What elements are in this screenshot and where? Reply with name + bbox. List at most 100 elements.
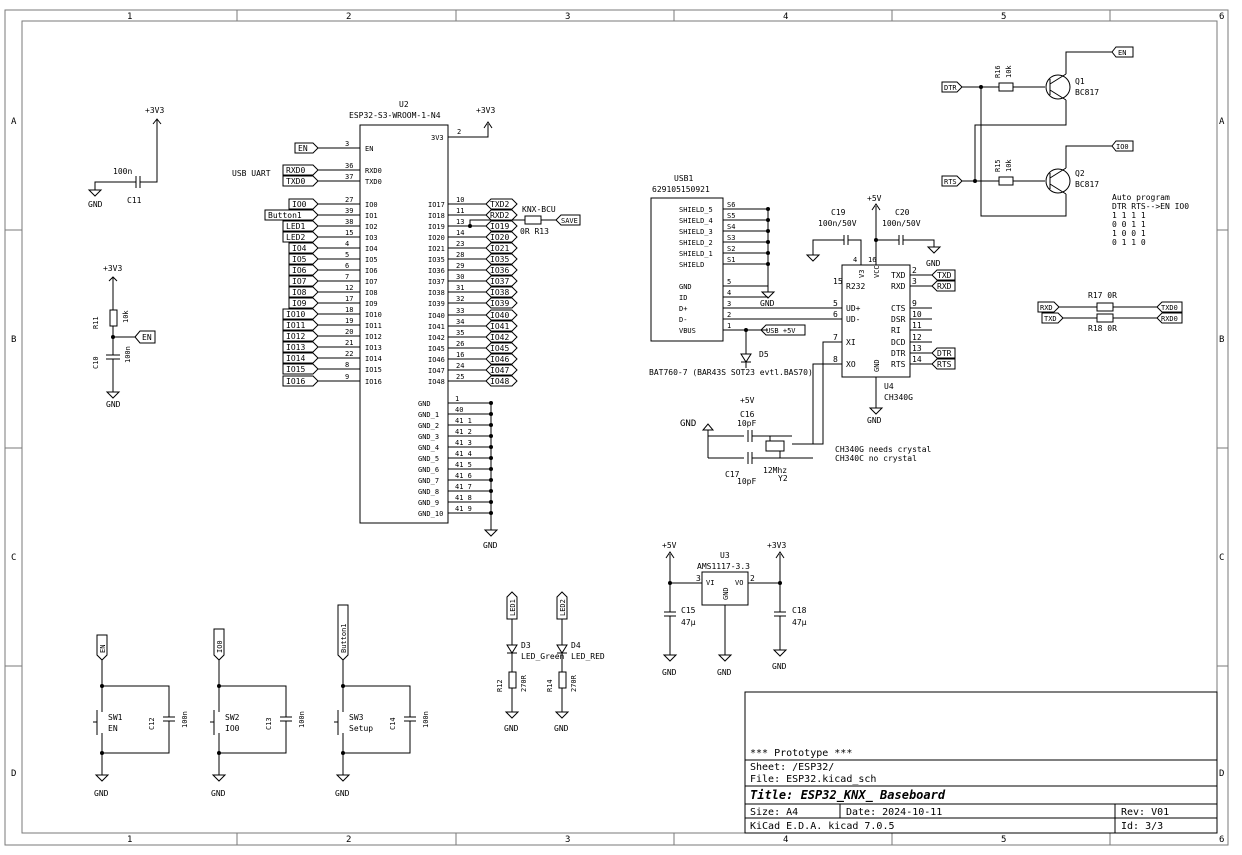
- u2-pin-number: 41_8: [455, 494, 472, 502]
- u4-pin-number: 8: [833, 355, 838, 364]
- gnd-label: GND: [867, 416, 882, 425]
- rts-label: RTS: [944, 178, 957, 186]
- switch-cap-ref: C13: [265, 717, 273, 730]
- switch-net-label: Button1: [340, 623, 348, 653]
- u2-net-label: TXD0: [286, 177, 305, 186]
- u3-regulator: U3 AMS1117-3.3 VI VO GND 3 2 +5V +3V3 C1…: [662, 541, 807, 677]
- u2-pin-name: IO16: [365, 378, 382, 386]
- gnd-label: GND: [483, 541, 498, 550]
- u2-pin-name: GND_5: [418, 455, 439, 463]
- u2-net-label-box: [485, 353, 518, 365]
- u2-pin-name: IO6: [365, 267, 378, 275]
- autoprog-row: 1 0 0 1: [1112, 229, 1146, 238]
- u2-pin-name: IO41: [428, 323, 445, 331]
- u2-net-label: IO39: [490, 299, 509, 308]
- u4-pin-number: 4: [853, 256, 857, 264]
- u2-pin-number: 29: [456, 262, 464, 270]
- r12-value: 270R: [520, 674, 528, 692]
- frame-row-label: B: [1219, 335, 1224, 345]
- u2-pin-name: GND_7: [418, 477, 439, 485]
- crystal-note-1: CH340G needs crystal: [835, 445, 932, 454]
- usb-5v-label: USB_+5V: [766, 327, 796, 335]
- usb1-pin-name: SHIELD_5: [679, 206, 713, 214]
- u4-pin-name: DTR: [891, 349, 906, 358]
- u3-ref: U3: [720, 551, 730, 560]
- u2-net-label-box: [282, 175, 319, 187]
- usb1-value: 629105150921: [652, 185, 710, 194]
- d3-ref: D3: [521, 641, 531, 650]
- u2-net-label: IO42: [490, 333, 509, 342]
- u2-net-label: IO4: [292, 244, 307, 253]
- u2-net-label-box: [485, 242, 518, 254]
- q1-ref: Q1: [1075, 77, 1085, 86]
- r11-ref: R11: [92, 316, 100, 329]
- c10-ref: C10: [92, 356, 100, 369]
- d4-value: LED_RED: [571, 652, 605, 661]
- r14-ref: R14: [546, 679, 554, 692]
- u2-net-label-box: [282, 352, 319, 364]
- u2-net-label-box: [282, 220, 319, 232]
- usb1-pin-number: 2: [727, 311, 731, 319]
- u4-pin-number: 15: [833, 277, 843, 286]
- switch-symbol: [334, 710, 344, 735]
- u3-pin3: 3: [696, 574, 701, 583]
- q1-value: BC817: [1075, 88, 1099, 97]
- u2-value: ESP32-S3-WROOM-1-N4: [349, 111, 441, 120]
- u4-pin-name: GND: [873, 359, 881, 372]
- u2-net-label: IO15: [286, 365, 305, 374]
- u2-pin-number: 12: [345, 284, 353, 292]
- u2-pin-number: 30: [456, 273, 464, 281]
- u2-pin-name: IO12: [365, 333, 382, 341]
- u4-value: CH340G: [884, 393, 913, 402]
- u2-net-label: IO6: [292, 266, 307, 275]
- u4-pin-name: V3: [858, 270, 866, 278]
- u2-net-label-box: [485, 375, 518, 387]
- switch-symbol: [93, 710, 103, 735]
- usb1-pin-name: GND: [679, 283, 692, 291]
- led2-label: LED2: [559, 599, 567, 616]
- frame-row-label: D: [11, 769, 16, 779]
- u2-net-label-box: [282, 375, 319, 387]
- u2-pin-name: IO10: [365, 311, 382, 319]
- u3-vi: VI: [706, 579, 714, 587]
- frame-row-label: D: [1219, 769, 1224, 779]
- u2-pin-name: IO9: [365, 300, 378, 308]
- u3-value: AMS1117-3.3: [697, 562, 750, 571]
- power-5v-label: +5V: [867, 194, 882, 203]
- u2-net-label-box: [282, 330, 319, 342]
- u2-pin-name: GND_3: [418, 433, 439, 441]
- u2-pin-number: 41_4: [455, 450, 472, 458]
- bridge-txd0: TXD0: [1161, 304, 1178, 312]
- gnd-label: GND: [88, 200, 103, 209]
- usb1-pins: SHIELD_5S6SHIELD_4S5SHIELD_3S4SHIELD_2S3…: [679, 201, 770, 335]
- frame-col-label: 4: [783, 835, 788, 845]
- u2-net-label-box: [282, 308, 319, 320]
- uart-bridge: RXD TXD TXD0 RXD0 R17 0R R18 0R: [1037, 291, 1183, 333]
- r18-label: R18 0R: [1088, 324, 1117, 333]
- u4-net-label: DTR: [937, 349, 952, 358]
- u2-net-label: IO9: [292, 299, 307, 308]
- u2-pin-number: 15: [345, 229, 353, 237]
- switch-value: IO0: [225, 724, 240, 733]
- switch-cap-ref: C12: [148, 717, 156, 730]
- d5-ref: D5: [759, 350, 769, 359]
- c19-ref: C19: [831, 208, 846, 217]
- gnd-label: GND: [211, 789, 226, 798]
- crystal-note-2: CH340C no crystal: [835, 454, 917, 463]
- usb1-pin-name: SHIELD: [679, 261, 704, 269]
- auto-program-circuit: DTR EN Q1 BC817 R16 10k RTS IO0 Q2 BC817…: [941, 46, 1189, 247]
- u2-pin-number: 9: [345, 373, 349, 381]
- u2-net-label: EN: [298, 144, 308, 153]
- c20-ref: C20: [895, 208, 910, 217]
- u2-pin-number: 24: [456, 362, 464, 370]
- u2-pin-name: IO15: [365, 366, 382, 374]
- u2-net-label: IO5: [292, 255, 307, 264]
- u2-net-label: IO40: [490, 311, 509, 320]
- u2-pin-number: 41_9: [455, 505, 472, 513]
- u4-pin-name: XO: [846, 360, 856, 369]
- u2-net-label: IO19: [490, 222, 509, 231]
- usb1-pin-number: 3: [727, 300, 731, 308]
- usb1-pin-number: S5: [727, 212, 735, 220]
- dtr-label: DTR: [944, 84, 957, 92]
- u2-pin-number: 27: [345, 196, 353, 204]
